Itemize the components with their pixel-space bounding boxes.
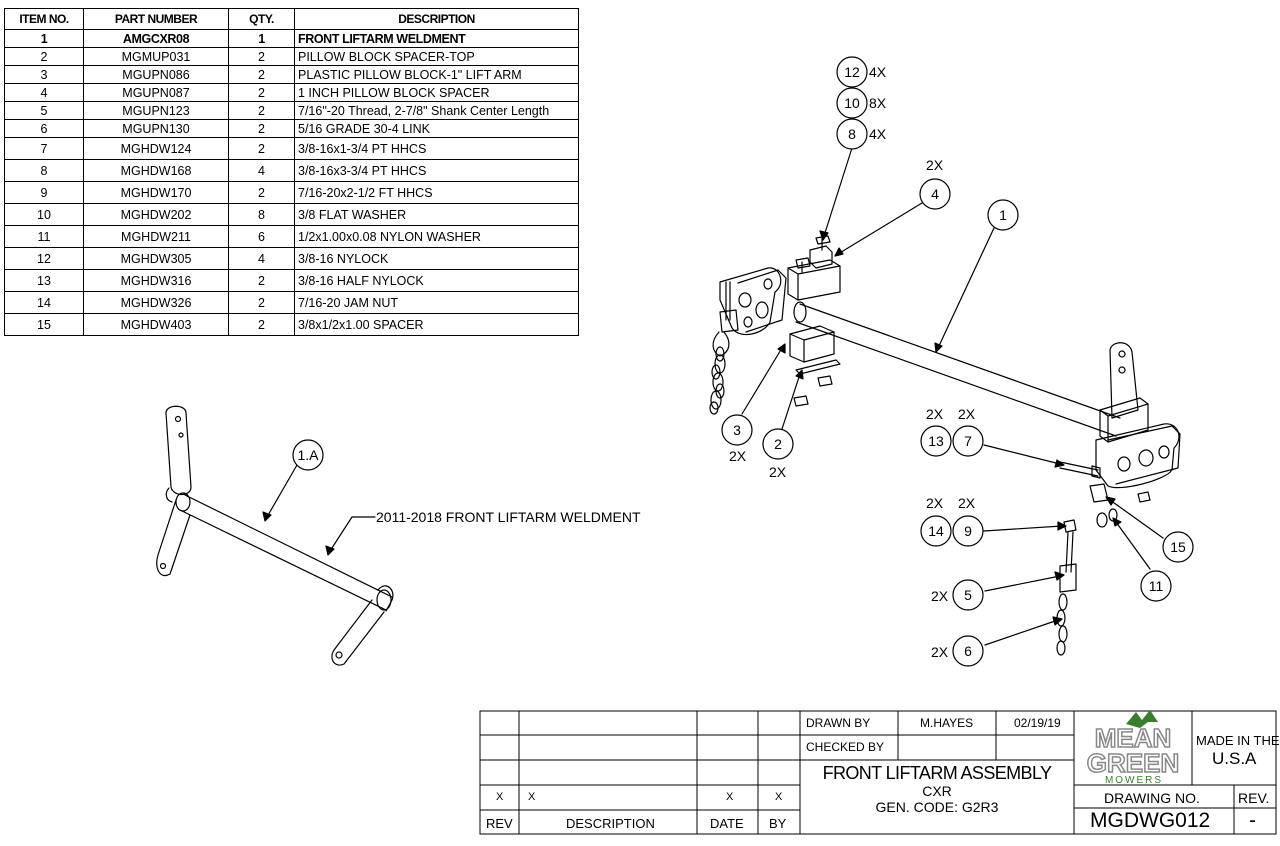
bom-cell-desc: 1/2x1.00x0.08 NYLON WASHER (294, 225, 579, 248)
qty-label-6: 2X (931, 644, 949, 660)
balloon-8: 8 (848, 126, 856, 142)
bom-cell-desc: 7/16-20x2-1/2 FT HHCS (294, 181, 579, 204)
title-block-grid (479, 710, 1277, 835)
bom-cell-qty: 2 (228, 313, 295, 336)
balloon-9: 9 (964, 523, 972, 539)
made-in-label: MADE IN THE (1196, 733, 1280, 748)
bom-cell-part: MGHDW170 (83, 181, 229, 204)
rev-row-date: X (726, 791, 734, 803)
revision-value: - (1249, 809, 1256, 832)
rev-header-date: DATE (710, 816, 744, 831)
qty-label-5: 2X (931, 588, 949, 604)
rev-row-rev: X (496, 791, 504, 803)
left-weldment-view (156, 405, 394, 666)
qty-label-8: 4X (869, 126, 887, 142)
balloon-circles (292, 56, 1194, 667)
balloon-11: 11 (1149, 578, 1164, 594)
rev-header-rev: REV (486, 816, 513, 831)
drawing-no-label: DRAWING NO. (1104, 790, 1200, 806)
drawing-model: CXR (922, 783, 952, 799)
qty-label-7: 2X (958, 406, 976, 422)
qty-label-13: 2X (926, 406, 944, 422)
made-in-country: U.S.A (1212, 749, 1257, 768)
logo-mowers-text: MOWERS (1105, 775, 1163, 786)
checked-by-label: CHECKED BY (806, 740, 885, 754)
bom-header-row: ITEM NO. PART NUMBER QTY. DESCRIPTION (4, 8, 579, 30)
balloon-7: 7 (964, 433, 972, 449)
balloon-4: 4 (931, 186, 939, 202)
balloon-2: 2 (774, 436, 782, 452)
qty-label-4: 2X (926, 157, 944, 173)
qty-label-14: 2X (926, 495, 944, 511)
bom-cell-part: MGHDW316 (83, 269, 229, 292)
rev-label: REV. (1238, 790, 1270, 806)
right-assembly-view (709, 235, 1181, 656)
qty-label-12: 4X (869, 64, 887, 80)
balloon-14: 14 (928, 523, 944, 539)
rev-header-by: BY (769, 816, 787, 831)
bom-cell-desc: FRONT LIFTARM WELDMENT (294, 29, 579, 48)
rev-header-description: DESCRIPTION (566, 816, 655, 831)
drawing-title: FRONT LIFTARM ASSEMBLY (822, 763, 1052, 783)
balloon-13: 13 (928, 433, 944, 449)
bom-cell-part: MGHDW403 (83, 313, 229, 336)
bom-cell-item: 11 (4, 225, 84, 248)
logo-mean-text: MEAN (1095, 723, 1172, 753)
left-view-label: 2011-2018 FRONT LIFTARM WELDMENT (376, 509, 641, 525)
drawn-date: 02/19/19 (1014, 716, 1061, 730)
drawing-number: MGDWG012 (1090, 809, 1211, 832)
bom-cell-part: MGHDW305 (83, 247, 229, 270)
bom-cell-desc: PLASTIC PILLOW BLOCK-1" LIFT ARM (294, 65, 579, 84)
rev-row-desc: X (528, 791, 536, 803)
bom-cell-desc: 3/8-16 NYLOCK (294, 247, 579, 270)
bom-cell-part: MGHDW124 (83, 137, 229, 160)
qty-label-9: 2X (958, 495, 976, 511)
bom-cell-desc: 1 INCH PILLOW BLOCK SPACER (294, 83, 579, 102)
drawn-by-value: M.HAYES (920, 716, 974, 730)
balloon-15: 15 (1170, 539, 1186, 555)
rev-row-by: X (775, 791, 783, 803)
balloon-3: 3 (733, 422, 741, 438)
bom-cell-part: MGUPN087 (83, 83, 229, 102)
gen-code: GEN. CODE: G2R3 (875, 799, 999, 815)
bom-cell-desc: 7/16-20 JAM NUT (294, 291, 579, 314)
qty-label-10: 8X (869, 95, 887, 111)
qty-label-3: 2X (729, 448, 747, 464)
bom-cell-desc: 3/8x1/2x1.00 SPACER (294, 313, 579, 336)
balloon-6: 6 (964, 643, 972, 659)
balloon-12: 12 (844, 64, 860, 80)
qty-label-2: 2X (769, 464, 787, 480)
logo-green-text: GREEN (1087, 748, 1179, 778)
balloon-10: 10 (844, 95, 860, 111)
balloon-1: 1 (999, 207, 1007, 223)
balloon-5: 5 (964, 587, 972, 603)
bom-cell-part: MGUPN086 (83, 65, 229, 84)
drawn-by-label: DRAWN BY (806, 716, 871, 730)
balloon-1a: 1.A (297, 447, 319, 463)
mean-green-logo: MEAN GREEN MOWERS (1086, 710, 1180, 786)
bom-cell-desc: 3/8-16x3-3/4 PT HHCS (294, 159, 579, 182)
